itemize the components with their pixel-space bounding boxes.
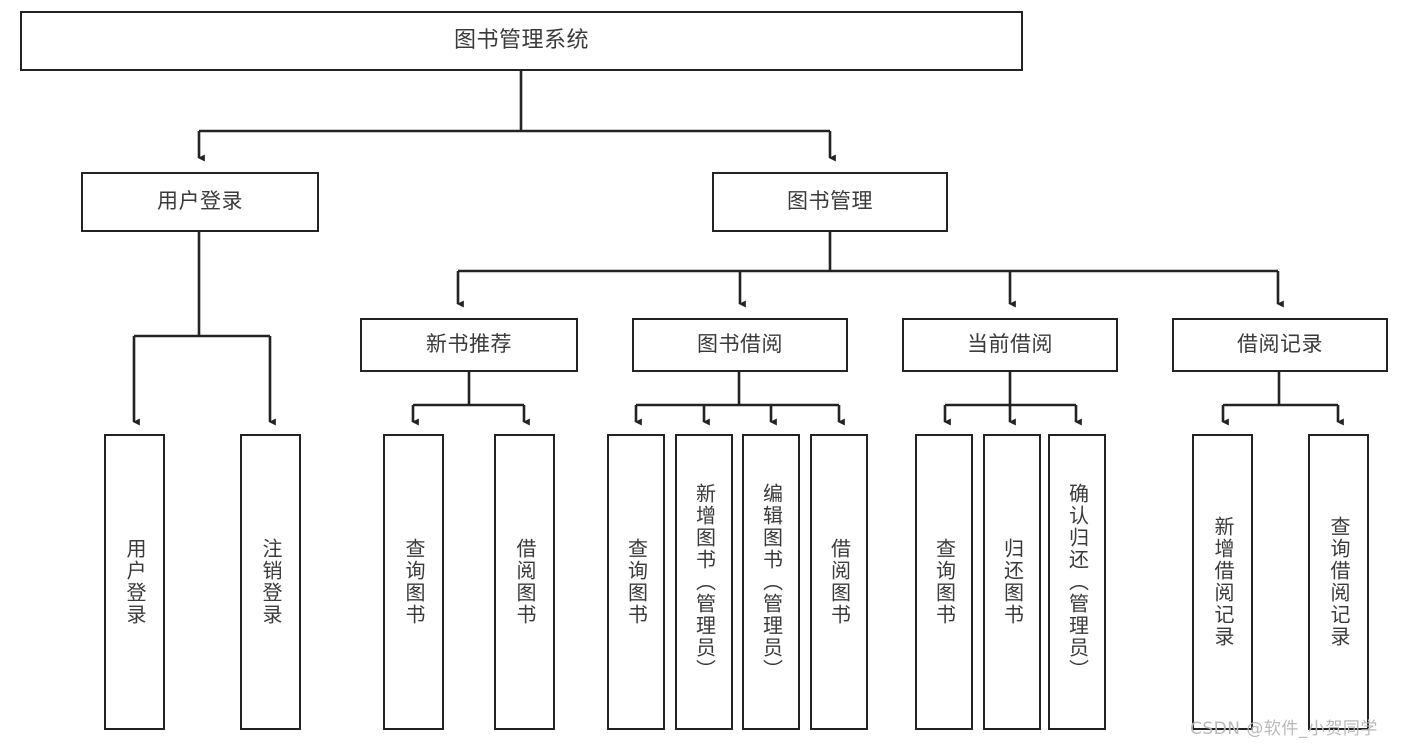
leaf-edit-book-admin[interactable]: 编辑图书（管理员） (742, 434, 800, 730)
leaf-query-borrow-record-label: 查询借阅记录 (1327, 516, 1351, 648)
leaf-user-login-label: 用户登录 (123, 538, 147, 626)
node-new-book-recommend[interactable]: 新书推荐 (360, 318, 578, 372)
leaf-query-borrow-record[interactable]: 查询借阅记录 (1308, 434, 1369, 730)
leaf-return-book-label: 归还图书 (1000, 538, 1025, 626)
leaf-query-book-1[interactable]: 查询图书 (383, 434, 444, 730)
leaf-add-book-admin-label: 新增图书（管理员） (692, 483, 717, 681)
leaf-logout-login-label: 注销登录 (259, 538, 283, 626)
node-book-borrow[interactable]: 图书借阅 (632, 318, 848, 372)
leaf-borrow-book-1-label: 借阅图书 (513, 538, 537, 626)
leaf-logout-login[interactable]: 注销登录 (240, 434, 301, 730)
node-user-login[interactable]: 用户登录 (81, 172, 319, 232)
leaf-borrow-book-2[interactable]: 借阅图书 (810, 434, 868, 730)
leaf-return-book[interactable]: 归还图书 (983, 434, 1041, 730)
leaf-borrow-book-1[interactable]: 借阅图书 (494, 434, 555, 730)
leaf-query-book-2-label: 查询图书 (624, 538, 649, 626)
leaf-confirm-return-admin-label: 确认归还（管理员） (1065, 483, 1090, 681)
leaf-query-book-3-label: 查询图书 (932, 538, 957, 626)
leaf-borrow-book-2-label: 借阅图书 (827, 538, 852, 626)
leaf-confirm-return-admin[interactable]: 确认归还（管理员） (1048, 434, 1106, 730)
node-book-management[interactable]: 图书管理 (712, 172, 948, 232)
leaf-user-login[interactable]: 用户登录 (104, 434, 165, 730)
leaf-query-book-1-label: 查询图书 (402, 538, 426, 626)
node-root[interactable]: 图书管理系统 (20, 11, 1023, 71)
leaf-add-borrow-record-label: 新增借阅记录 (1211, 516, 1235, 648)
node-current-borrow[interactable]: 当前借阅 (902, 318, 1118, 372)
leaf-edit-book-admin-label: 编辑图书（管理员） (759, 483, 784, 681)
node-borrow-record[interactable]: 借阅记录 (1172, 318, 1388, 372)
leaf-add-borrow-record[interactable]: 新增借阅记录 (1192, 434, 1253, 730)
watermark: CSDN @软件_小贺同学 (1190, 719, 1378, 739)
leaf-query-book-2[interactable]: 查询图书 (607, 434, 665, 730)
leaf-query-book-3[interactable]: 查询图书 (915, 434, 973, 730)
leaf-add-book-admin[interactable]: 新增图书（管理员） (675, 434, 733, 730)
